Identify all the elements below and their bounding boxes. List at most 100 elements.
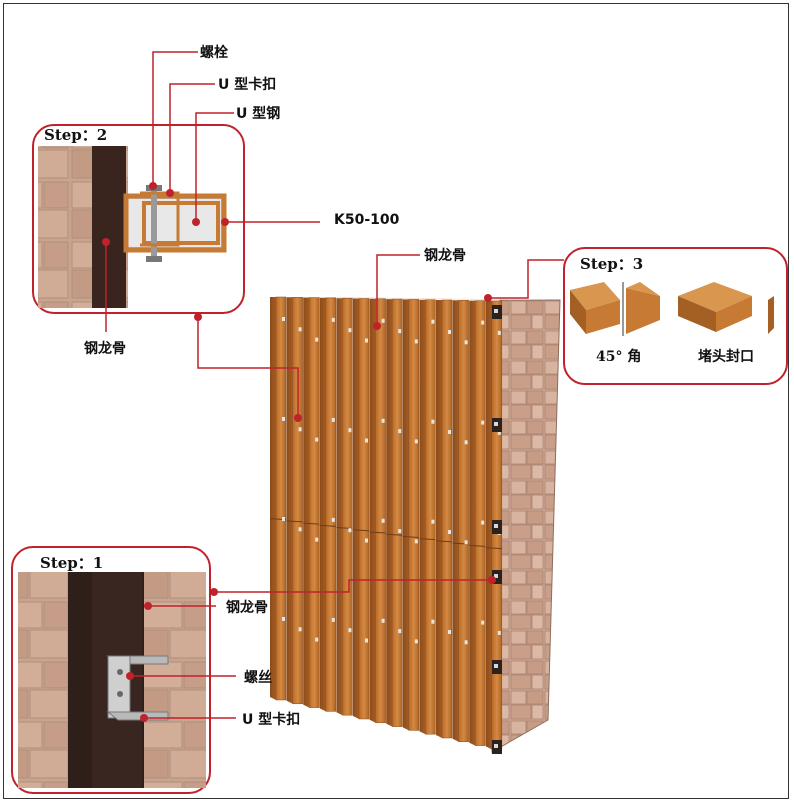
slat-clip-mark: [431, 619, 435, 624]
slat-joint: [352, 529, 370, 532]
slat-clip-mark: [381, 518, 385, 523]
step1-label-screw: 螺丝: [244, 670, 272, 686]
slat-clip-mark: [365, 638, 368, 643]
slat-clip-mark: [365, 538, 368, 543]
slat-clip-mark: [497, 630, 501, 635]
slat-clip-mark: [298, 627, 302, 632]
slat-joint: [419, 538, 436, 541]
slat-joint: [369, 531, 386, 534]
wood-slat-side: [270, 297, 276, 700]
bracket-screw: [494, 574, 498, 578]
wood-slat: [425, 299, 436, 735]
slat-clip-mark: [282, 517, 285, 521]
slat-joint: [303, 522, 320, 525]
slat-clip-mark: [298, 327, 302, 332]
main-label-keel: 钢龙骨: [424, 248, 466, 264]
slat-clip-mark: [348, 628, 352, 633]
wood-slat-side: [336, 298, 343, 716]
slat-clip-mark: [481, 320, 485, 325]
step2-label-u-steel: U 型钢: [236, 106, 281, 122]
slat-clip-mark: [464, 340, 468, 345]
wood-slat-side: [419, 299, 426, 735]
step2-label-bolt: 螺栓: [200, 45, 228, 61]
slat-clip-mark: [398, 429, 402, 434]
wood-slat-side: [469, 300, 476, 746]
wood-slat: [391, 298, 403, 727]
bracket-screw: [494, 524, 498, 528]
slat-clip-mark: [448, 630, 451, 634]
slat-joint: [386, 533, 403, 536]
wood-slat-side: [402, 299, 409, 731]
slat-clip-mark: [315, 437, 319, 442]
slat-clip-mark: [464, 440, 468, 445]
slat-clip-mark: [365, 438, 368, 443]
bracket-screw: [494, 744, 498, 748]
wood-slat: [308, 297, 320, 708]
step2-label-profile: K50-100: [334, 212, 400, 228]
slat-clip-mark: [365, 338, 368, 343]
slat-clip-mark: [381, 318, 385, 323]
slat-clip-mark: [298, 527, 302, 532]
slat-clip-mark: [431, 419, 435, 424]
slat-clip-mark: [282, 617, 285, 621]
slat-clip-mark: [431, 319, 435, 324]
step1-label-clip: U 型卡扣: [242, 712, 301, 728]
wood-slat-side: [303, 297, 310, 708]
slat-clip-mark: [348, 428, 352, 433]
slat-clip-mark: [331, 417, 335, 422]
slat-clip-mark: [381, 618, 385, 623]
slat-clip-mark: [431, 519, 435, 524]
wood-slat: [474, 300, 486, 746]
step3-label-end-cap: 堵头封口: [698, 349, 754, 365]
slat-clip-mark: [497, 430, 501, 435]
slat-clip-mark: [282, 417, 285, 421]
wood-slat-side: [369, 298, 376, 723]
step2-label-keel: 钢龙骨: [84, 341, 126, 357]
outer-frame: [3, 3, 789, 799]
wood-slat-side: [353, 298, 359, 719]
slat-clip-mark: [381, 418, 385, 423]
wood-slat-side: [452, 300, 459, 742]
slat-clip-mark: [464, 640, 468, 645]
slat-clip-mark: [398, 529, 402, 534]
wood-slat: [342, 297, 353, 716]
miter-45-piece: [570, 282, 660, 336]
bracket-screw: [494, 664, 498, 668]
slat-clip-mark: [398, 329, 402, 334]
slat-clip-mark: [331, 317, 335, 322]
slat-clip-mark: [414, 439, 418, 444]
slat-clip-mark: [315, 537, 319, 542]
slat-clip-mark: [315, 337, 319, 342]
slat-clip-mark: [448, 330, 451, 334]
wood-slat-side: [436, 300, 442, 738]
slat-joint: [485, 547, 502, 550]
slat-clip-mark: [464, 540, 468, 545]
slat-joint: [402, 535, 419, 538]
wood-slat-side: [319, 297, 326, 712]
wood-slat: [325, 297, 337, 712]
wood-slat: [408, 299, 420, 731]
wood-slat: [358, 298, 370, 720]
step1-title: Step：1: [40, 554, 104, 572]
wood-slat-side: [386, 299, 393, 727]
wood-slat: [292, 297, 303, 705]
slat-joint: [435, 540, 453, 543]
slat-joint: [286, 520, 303, 523]
step2-steel-keel: [92, 146, 126, 308]
step3-label-angle: 45° 角: [596, 349, 642, 365]
slat-clip-mark: [348, 328, 352, 333]
keel-bracket-group: [492, 305, 502, 754]
step3-title: Step：3: [580, 255, 644, 273]
bolt: [151, 190, 157, 260]
slat-clip-mark: [481, 620, 485, 625]
wood-slat-side: [485, 300, 492, 750]
wood-slat: [458, 300, 469, 743]
wood-slat: [275, 296, 287, 701]
slat-clip-mark: [414, 539, 418, 544]
slat-clip-mark: [448, 430, 451, 434]
slat-clip-mark: [497, 330, 501, 335]
slat-clip-mark: [414, 339, 418, 344]
slat-clip-mark: [398, 629, 402, 634]
